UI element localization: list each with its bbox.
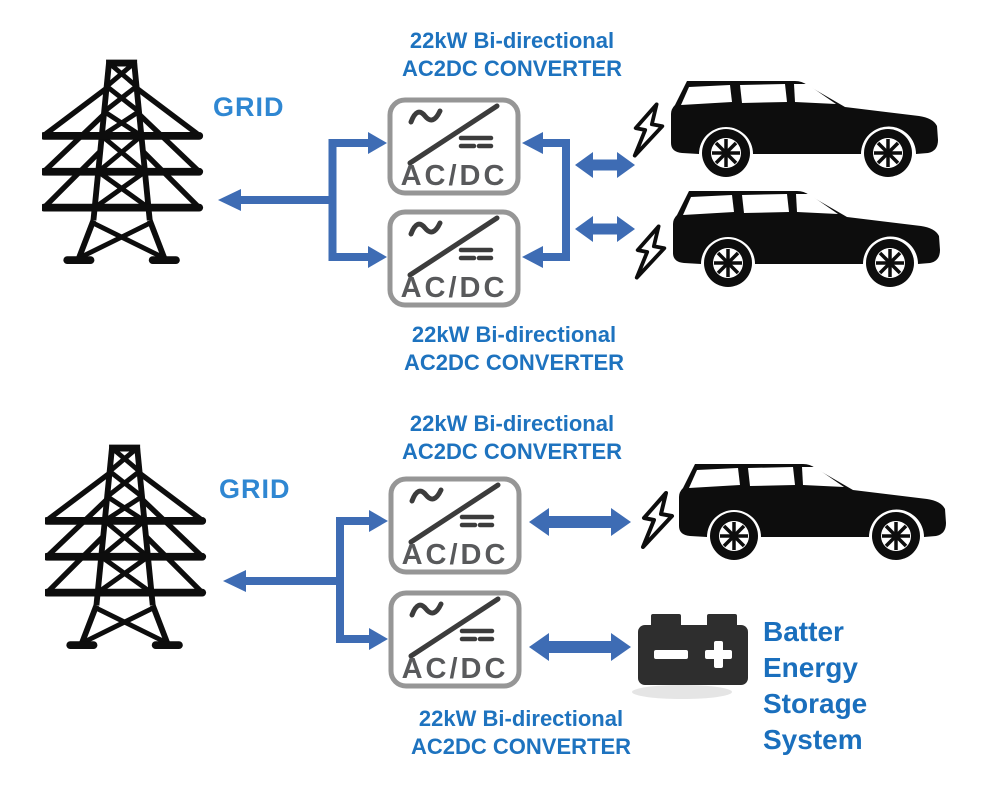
battery-body xyxy=(638,625,748,685)
caption-line2: AC2DC CONVERTER xyxy=(410,734,632,759)
arrowhead-to-grid xyxy=(223,570,246,592)
caption-line2: AC2DC CONVERTER xyxy=(401,56,623,81)
minus-sign xyxy=(654,650,688,659)
arrowhead-to-top-converter xyxy=(369,510,388,532)
converter-caption-bottom: 22kW Bi-directional AC2DC CONVERTER xyxy=(378,321,650,377)
ac-dc-converter-box: AC/DC xyxy=(388,590,522,689)
bidirectional-arrow xyxy=(575,216,635,242)
plus-sign xyxy=(705,641,732,668)
bess-line2: Energy xyxy=(763,652,858,683)
transmission-tower-icon xyxy=(45,442,210,655)
arrowhead-to-grid xyxy=(218,189,241,211)
converter-label: AC/DC xyxy=(401,272,508,304)
ac-dc-converter-box: AC/DC xyxy=(388,476,522,575)
bidirectional-arrow xyxy=(529,633,631,661)
converter-caption-top: 22kW Bi-directional AC2DC CONVERTER xyxy=(376,27,648,83)
lightning-bolt-icon xyxy=(632,222,670,282)
battery-terminal xyxy=(707,614,737,627)
bess-line4: System xyxy=(763,724,863,755)
caption-line2: AC2DC CONVERTER xyxy=(401,439,623,464)
converter-caption-top: 22kW Bi-directional AC2DC CONVERTER xyxy=(376,410,648,466)
grid-to-converters-arrow xyxy=(223,510,388,650)
grid-label: GRID xyxy=(213,92,285,122)
lightning-bolt-icon xyxy=(630,100,668,160)
evs-to-converters-arrow xyxy=(522,132,570,268)
ev-suv-icon xyxy=(668,80,942,178)
caption-line2: AC2DC CONVERTER xyxy=(403,350,625,375)
transmission-tower-icon xyxy=(42,57,207,270)
ev-suv-icon xyxy=(676,463,950,561)
bidirectional-arrow xyxy=(575,152,635,178)
converter-caption-bottom: 22kW Bi-directional AC2DC CONVERTER xyxy=(385,705,657,761)
converter-label: AC/DC xyxy=(402,653,509,685)
ac-dc-converter-box: AC/DC xyxy=(387,97,521,196)
arrowhead-into-top-converter xyxy=(522,132,543,154)
bess-label: Batter Energy Storage System xyxy=(763,614,867,758)
ev-suv-icon xyxy=(670,190,944,288)
converter-label: AC/DC xyxy=(402,539,509,571)
caption-line1: 22kW Bi-directional xyxy=(409,28,615,53)
caption-line1: 22kW Bi-directional xyxy=(409,411,615,436)
grid-to-converters-arrow xyxy=(218,132,387,268)
caption-line1: 22kW Bi-directional xyxy=(411,322,617,347)
ac-dc-converter-box: AC/DC xyxy=(387,209,521,308)
bidirectional-arrow xyxy=(529,508,631,536)
battery-icon xyxy=(632,614,748,699)
converter-label: AC/DC xyxy=(401,160,508,192)
bess-line3: Storage xyxy=(763,688,868,719)
caption-line1: 22kW Bi-directional xyxy=(418,706,624,731)
arrowhead-to-bottom-converter xyxy=(369,628,388,650)
battery-shadow xyxy=(632,685,732,699)
bess-line1: Batter xyxy=(763,616,844,647)
grid-label: GRID xyxy=(219,474,291,504)
arrowhead-to-bottom-converter xyxy=(368,246,387,268)
battery-terminal xyxy=(651,614,681,627)
lightning-bolt-icon xyxy=(638,490,678,550)
arrowhead-to-top-converter xyxy=(368,132,387,154)
arrowhead-into-bottom-converter xyxy=(522,246,543,268)
